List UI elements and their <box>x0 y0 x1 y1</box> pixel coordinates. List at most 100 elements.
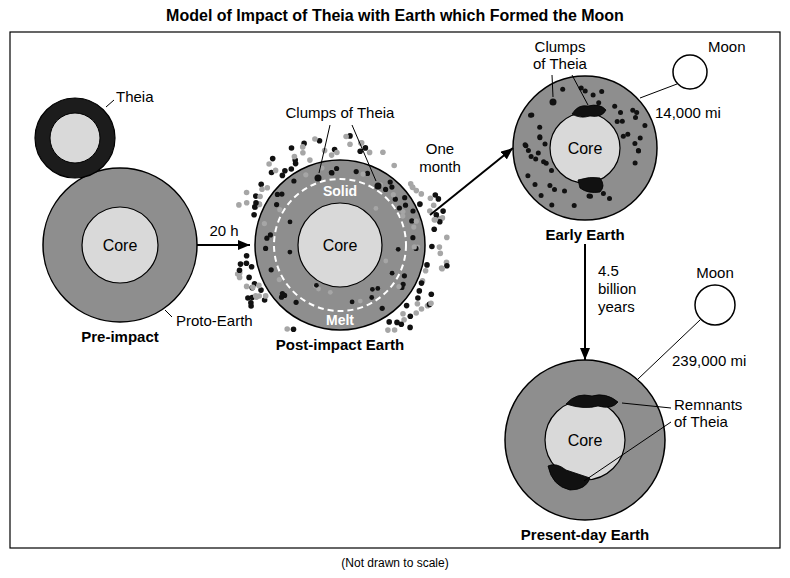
debris-dot <box>248 303 254 309</box>
debris-dot <box>397 205 402 210</box>
debris-dot <box>410 208 415 213</box>
debris-dot <box>263 293 269 299</box>
debris-dot <box>307 157 313 163</box>
theia-body <box>35 98 115 178</box>
debris-dot <box>440 208 446 214</box>
debris-dot <box>288 220 293 225</box>
debris-dot <box>431 226 437 232</box>
debris-dot <box>253 293 259 299</box>
stage-arrow <box>197 244 250 246</box>
debris-dot <box>432 217 438 223</box>
debris-dot <box>633 161 638 166</box>
part-label: Moon <box>708 38 768 55</box>
debris-dot <box>354 169 359 174</box>
debris-dot <box>439 266 445 272</box>
debris-dot <box>572 203 577 208</box>
debris-dot <box>291 327 297 333</box>
mantle-circle <box>255 160 425 330</box>
debris-dot <box>587 194 592 199</box>
debris-dot <box>438 251 444 257</box>
debris-dot <box>244 253 250 259</box>
debris-dot <box>388 180 393 185</box>
arrow-label: 4.5 billion years <box>598 262 654 316</box>
debris-dot <box>277 207 282 212</box>
debris-dot <box>284 326 290 332</box>
debris-dot <box>246 275 252 281</box>
debris-dot <box>265 185 271 191</box>
debris-dot <box>237 268 243 274</box>
debris-dot <box>334 166 339 171</box>
mantle-circle <box>43 168 197 322</box>
debris-dot <box>249 285 255 291</box>
debris-dot <box>429 291 435 297</box>
debris-dot <box>583 88 588 93</box>
debris-dot <box>634 110 639 115</box>
debris-dot <box>544 161 549 166</box>
debris-dot <box>383 187 388 192</box>
leader-line <box>352 125 376 181</box>
debris-dot <box>552 187 557 192</box>
debris-dot <box>282 168 288 174</box>
debris-dot <box>549 203 554 208</box>
debris-dot <box>328 290 333 295</box>
debris-dot <box>289 166 295 172</box>
solid-melt-boundary <box>274 179 406 311</box>
debris-dot <box>389 185 394 190</box>
debris-dot <box>294 300 299 305</box>
leader-line <box>638 320 700 379</box>
melt-clumps <box>262 165 420 311</box>
stage-arrow <box>430 148 513 215</box>
debris-dot <box>293 161 299 167</box>
theia-remnant <box>572 105 606 117</box>
debris-dot <box>300 150 306 156</box>
debris-dot <box>539 193 544 198</box>
debris-dot <box>279 295 284 300</box>
stage-arrow <box>584 244 586 360</box>
core-text-box: Core <box>550 113 620 183</box>
debris-dot <box>383 259 388 264</box>
debris-dot <box>423 268 429 274</box>
debris-dot <box>417 202 423 208</box>
debris-dot <box>403 203 408 208</box>
debris-dot <box>369 295 374 300</box>
debris-dot <box>638 136 643 141</box>
debris-dot <box>374 206 379 211</box>
debris-dot <box>607 196 612 201</box>
debris-dot <box>599 89 604 94</box>
debris-dot <box>536 151 541 156</box>
debris-dot <box>300 144 306 150</box>
leader-line <box>552 75 553 97</box>
part-label: Solid <box>310 184 370 199</box>
core-label: Core <box>568 431 603 450</box>
debris-dot <box>375 286 380 291</box>
debris-dot <box>439 265 445 271</box>
part-label: Proto-Earth <box>176 312 276 329</box>
debris-dot <box>415 301 421 307</box>
debris-dot <box>523 142 528 147</box>
part-label: Remnants of Theia <box>674 396 746 430</box>
diagram-title: Model of Impact of Theia with Earth whic… <box>0 6 790 25</box>
leader-line <box>584 422 671 481</box>
debris-dot <box>370 287 375 292</box>
core-circle: Core <box>545 400 625 480</box>
mantle-circle <box>505 360 665 520</box>
theia-core <box>50 113 100 163</box>
debris-dot <box>529 154 534 159</box>
debris-dot <box>399 321 405 327</box>
debris-dot <box>410 235 415 240</box>
debris-dot <box>429 244 435 250</box>
debris-dot <box>537 134 542 139</box>
core-circle: Core <box>550 113 620 183</box>
debris-dot <box>412 244 417 249</box>
debris-dot <box>244 200 250 206</box>
debris-dot <box>596 100 601 105</box>
debris-dot <box>525 173 530 178</box>
debris-dot <box>636 149 641 154</box>
core-label: Core <box>568 139 603 158</box>
debris-dot <box>292 154 298 160</box>
debris-dot <box>329 152 335 158</box>
debris-dot <box>419 306 425 312</box>
debris-dot <box>560 87 565 92</box>
debris-dot <box>434 212 440 218</box>
debris-dot <box>633 115 638 120</box>
